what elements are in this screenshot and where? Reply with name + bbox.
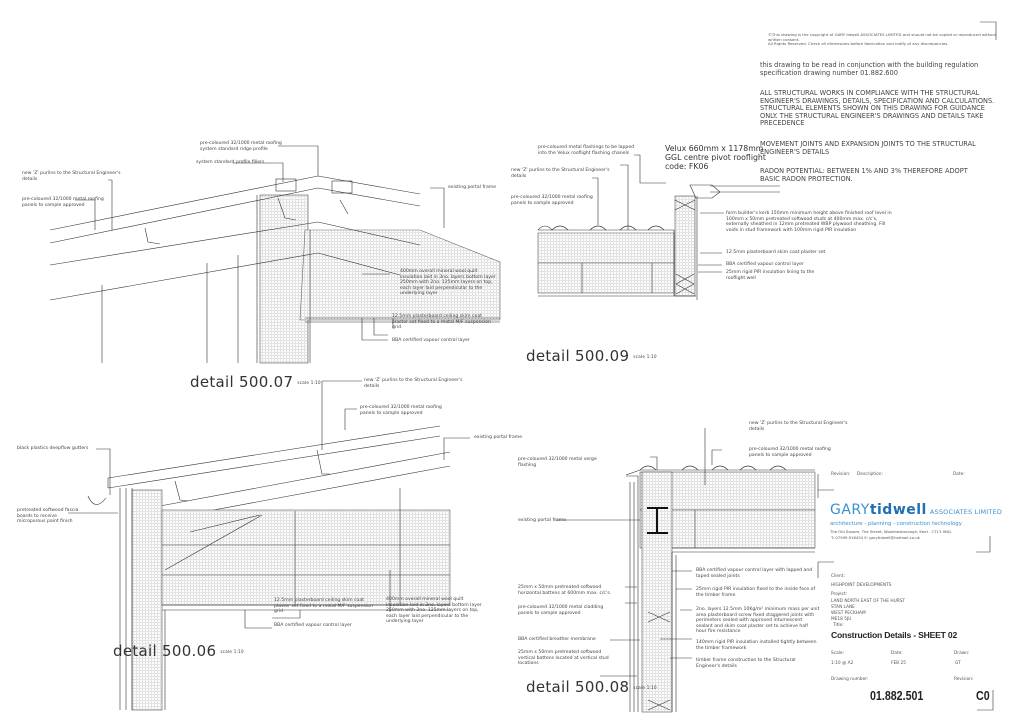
note-vcl: BBA certified vapour control layer <box>392 338 470 343</box>
note-portal-frame-506: existing portal frame <box>474 435 523 440</box>
project-line-2: STAN LANE <box>831 605 855 610</box>
drawn-label: Drawn: <box>954 651 970 656</box>
project-label: Project: <box>831 592 848 597</box>
date-value: FEB 25 <box>891 661 906 666</box>
scale-label: Scale: <box>831 651 845 656</box>
revision-label-2: Revision: <box>954 677 974 682</box>
detail-500-08-drawing <box>555 428 816 713</box>
note-ridge-profile: pre-coloured 32/1000 metal roofing syste… <box>200 141 282 152</box>
note-profile-fillers: system standard profile fillers <box>196 160 265 165</box>
revision-label: Revision: <box>831 472 851 477</box>
date-label-2: Date: <box>891 651 903 656</box>
project-line-1: LAND NORTH EAST OF THE HURST <box>831 599 906 604</box>
note-plasterboard-508: 2no. layers 12.5mm 10Kg/m² minimum mass … <box>696 607 820 635</box>
general-note-4: RADON POTENTIAL: BETWEEN 1% AND 3% THERE… <box>760 167 968 183</box>
company-contact: T: 07599 916454 E: garytidwell@hotmail.c… <box>831 535 920 540</box>
description-label: Description: <box>857 472 883 477</box>
note-breather-membrane: BBA certified breather membrane <box>518 637 596 642</box>
detail-500-07-drawing <box>49 145 501 364</box>
note-plasterboard-506: 12.5mm plasterboard ceiling skim coat pl… <box>274 598 373 615</box>
note-timber-frame: timber frame construction to the Structu… <box>696 658 796 669</box>
note-vcl-506: BBA certified vapour control layer <box>274 623 352 628</box>
note-roof-panels: pre-coloured 32/1000 metal roofing panel… <box>22 197 104 208</box>
scale-value: 1:10 @ A2 <box>831 661 854 666</box>
client-name: HIGHPOINT DEVELOPMENTS <box>831 583 892 588</box>
note-z-purlins-509: new 'Z' purlins to the Structural Engine… <box>511 168 610 179</box>
general-note-3: MOVEMENT JOINTS AND EXPANSION JOINTS TO … <box>760 140 976 156</box>
general-note-2: ALL STRUCTURAL WORKS IN COMPLIANCE WITH … <box>760 89 995 128</box>
note-roof-panels-509: pre-coloured 32/1000 metal roofing panel… <box>511 195 593 206</box>
note-vertical-battens: 25mm x 50mm pretreated softwood vertical… <box>518 650 609 667</box>
note-horizontal-battens: 25mm x 50mm pretreated softwood horizont… <box>518 585 612 596</box>
note-pir-25mm: 25mm rigid PIR insulation fixed to the i… <box>696 587 816 598</box>
project-line-3: WEST PECKHAM <box>831 611 866 616</box>
note-plasterboard: 12.5mm plasterboard ceiling skim coat pl… <box>392 314 491 331</box>
note-portal-frame-508: existing portal frame <box>518 518 567 523</box>
date-label: Date: <box>953 472 965 477</box>
copyright-notice: ©This drawing is the copyright of GARY t… <box>768 32 997 47</box>
note-pir-140mm: 140mm rigid PIR insulation installed tig… <box>696 640 817 651</box>
note-builders-kerb: form builder's kerb 150mm minimum height… <box>726 211 892 233</box>
company-tagline: architecture - planning - construction t… <box>830 521 962 527</box>
note-insulation-506: 400mm overall mineral wool quilt insulat… <box>386 597 482 625</box>
note-fascia: pretreated softwood fascia boards to rec… <box>17 508 79 525</box>
note-pir-lining: 25mm rigid PIR insulation lining to the … <box>726 270 815 281</box>
note-z-purlins-506: new 'Z' purlins to the Structural Engine… <box>364 378 463 389</box>
note-verge-flashing: pre-coloured 32/1000 metal verge flashin… <box>518 457 597 468</box>
note-plaster-skim: 12.5mm plasterboard skim coat plaster se… <box>726 250 826 255</box>
general-note-1: this drawing to be read in conjunction w… <box>760 61 979 77</box>
note-roof-panels-506: pre-coloured 32/1000 metal roofing panel… <box>360 405 442 416</box>
note-roof-panels-508: pre-coloured 32/1000 metal roofing panel… <box>749 447 831 458</box>
company-address: The Old Square, The Street, Woodnesborou… <box>830 529 953 534</box>
detail-500-09-drawing <box>537 154 780 300</box>
drawn-value: GT <box>955 661 961 666</box>
velux-spec: Velux 660mm x 1178mm GGL centre pivot ro… <box>665 144 766 171</box>
revision-value: C0 <box>976 688 990 703</box>
note-portal-frame: existing portal frame <box>448 185 497 190</box>
note-vcl-509: BBA certified vapour control layer <box>726 262 804 267</box>
note-insulation: 400mm overall mineral wool quilt insulat… <box>400 269 496 297</box>
title-label: Title: <box>833 623 844 628</box>
note-metal-cladding: pre-coloured 32/1000 metal cladding pane… <box>518 605 604 616</box>
drawing-title: Construction Details - SHEET 02 <box>831 630 958 640</box>
drawing-number-label: Drawing number: <box>831 677 869 682</box>
client-label: Client: <box>831 574 845 579</box>
project-line-4: ME18 5JU <box>831 617 852 622</box>
detail-500-06-drawing <box>68 380 470 711</box>
note-vcl-508: BBA certified vapour control layer with … <box>696 568 813 579</box>
note-gutter: black plastics deepflow gutters <box>17 446 89 451</box>
note-z-purlins: new 'Z' purlins to the Structural Engine… <box>22 171 121 182</box>
drawing-number: 01.882.501 <box>870 688 924 703</box>
note-velux-flashings: pre-coloured metal flashings to be lappe… <box>538 145 635 156</box>
note-z-purlins-508: new 'Z' purlins to the Structural Engine… <box>749 421 848 432</box>
